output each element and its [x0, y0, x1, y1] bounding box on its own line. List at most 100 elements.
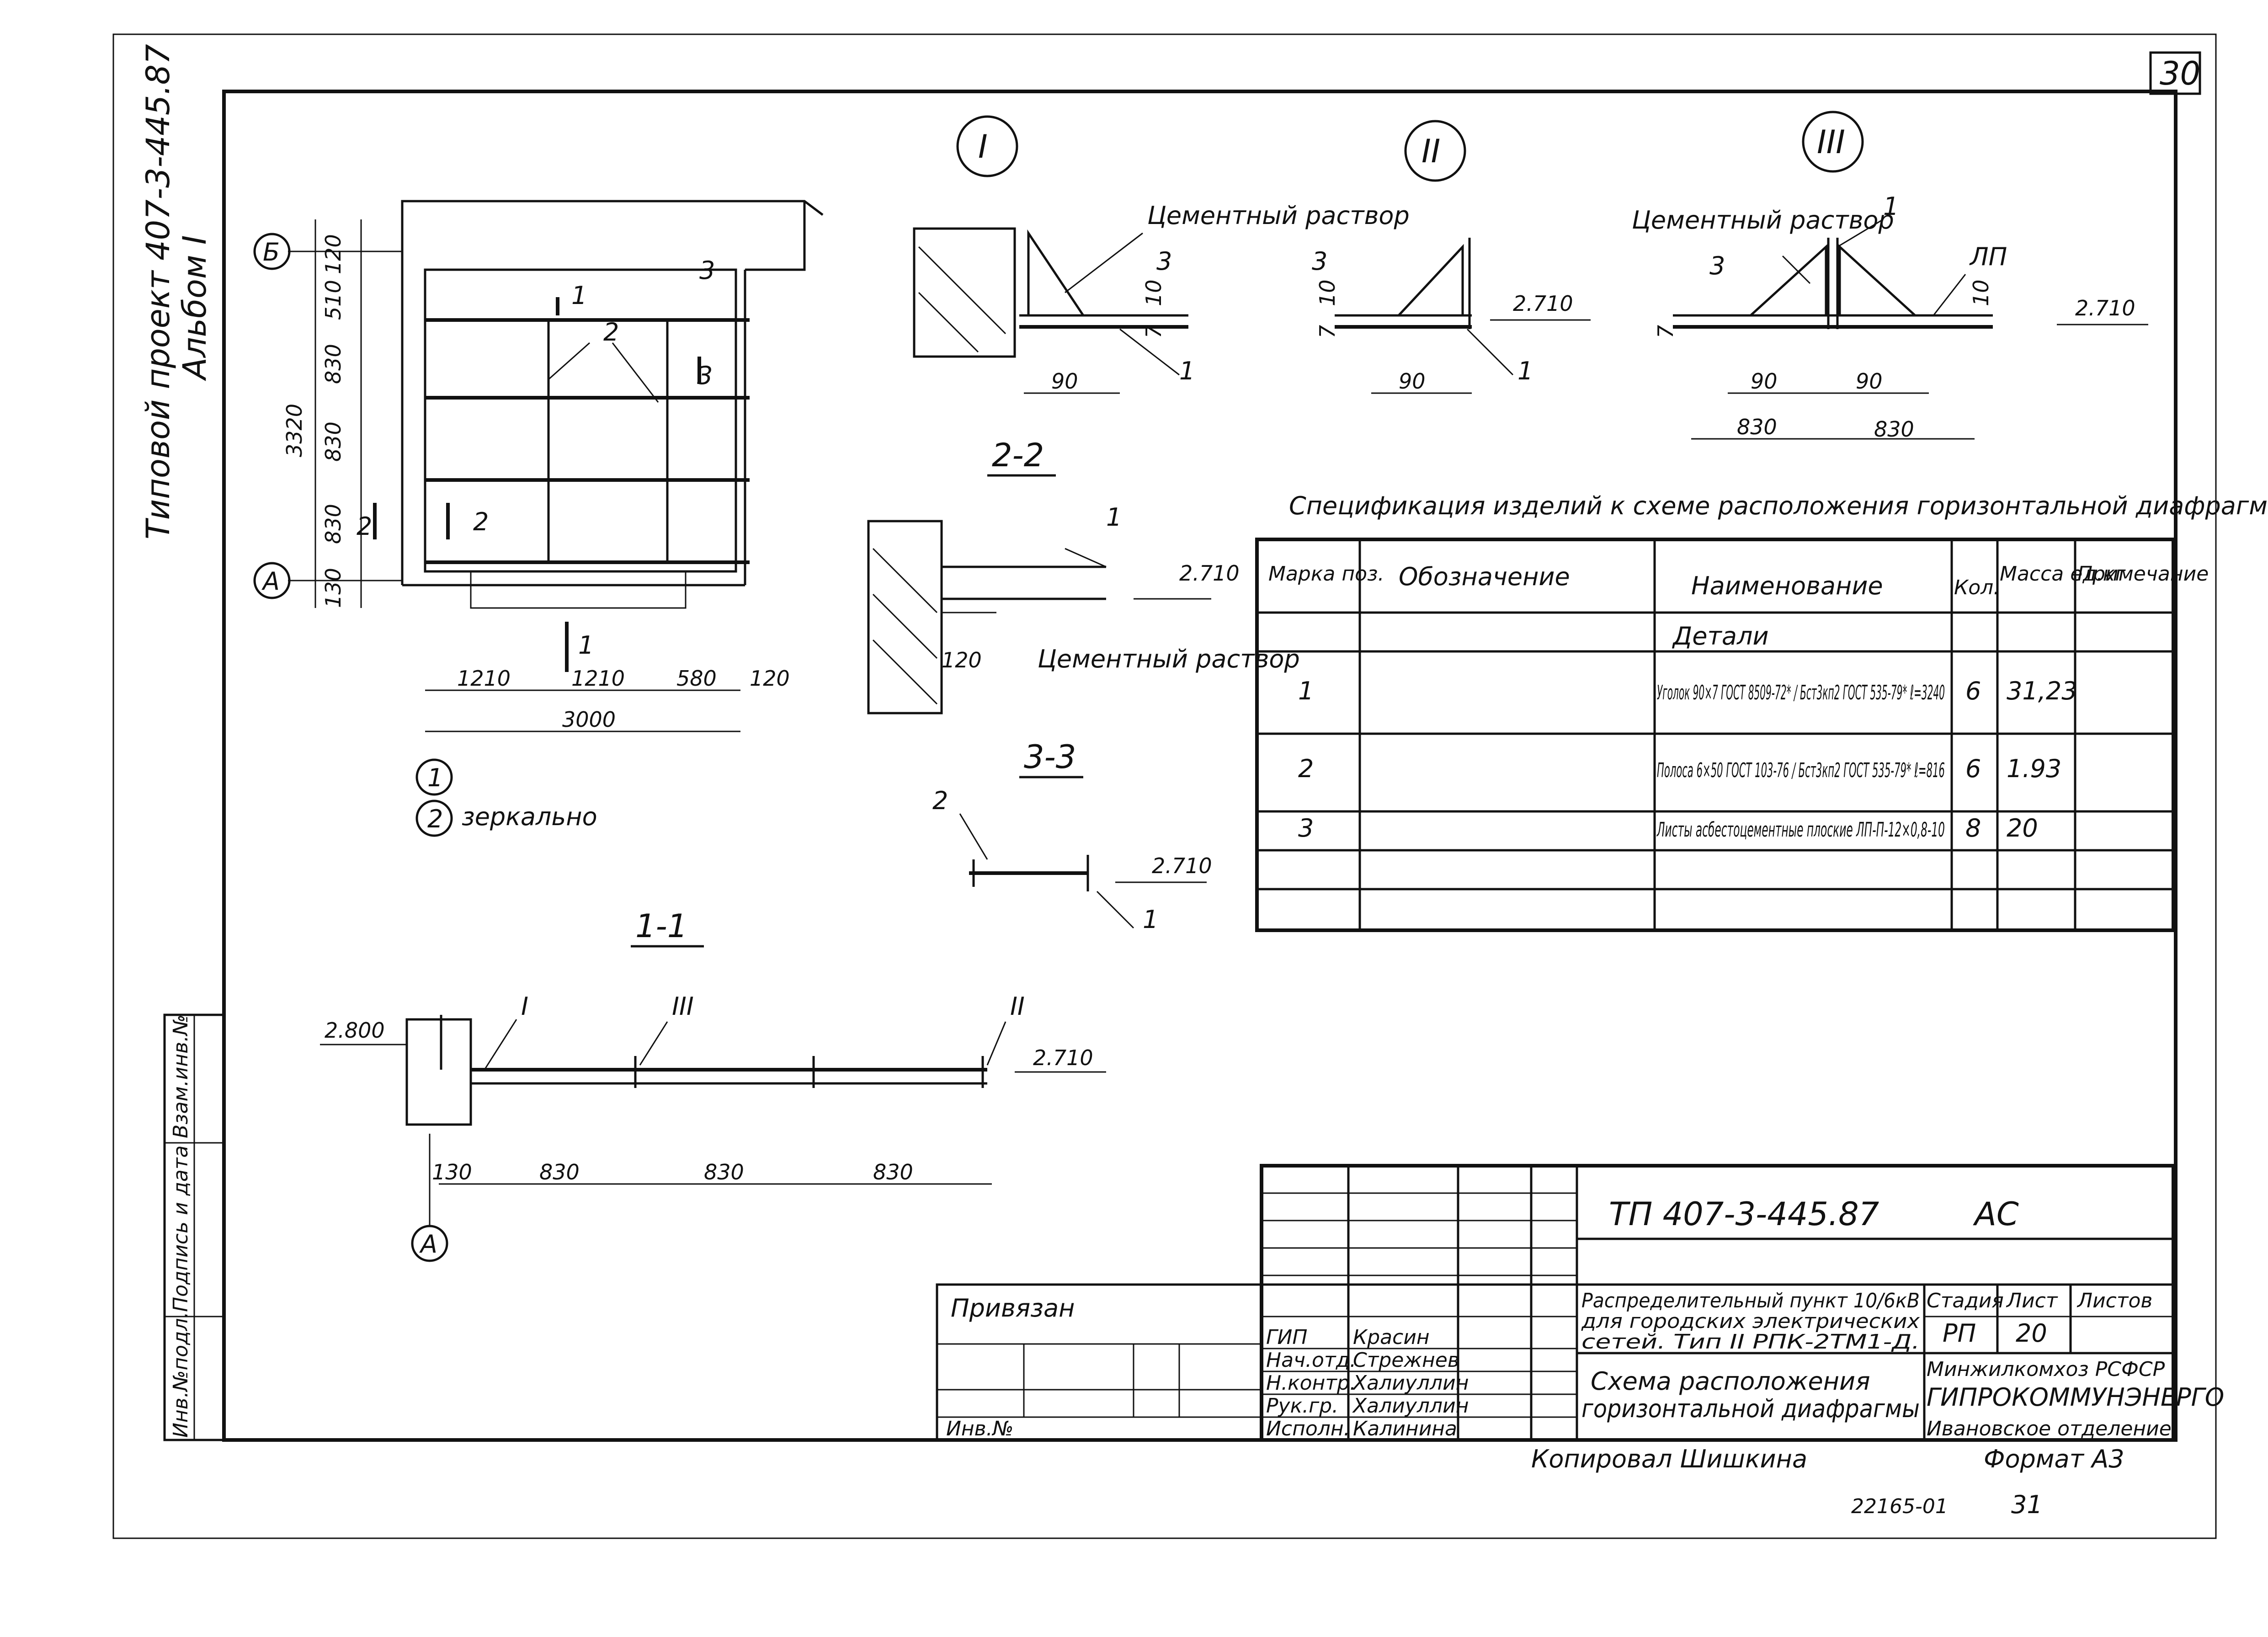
tb-role-name: Красин: [1353, 1326, 1430, 1349]
node-III: III Цементный раствор 1 3 ЛП 10 7 90 90 …: [1632, 111, 2148, 442]
spec-h-name: Наименование: [1691, 571, 1883, 600]
spec-row-mass: 1.93: [2007, 754, 2061, 783]
s33-mark-top: 2: [932, 786, 948, 815]
node-II-level: 2.710: [1513, 291, 1573, 316]
node-III-note: Цементный раствор: [1632, 206, 1894, 235]
s11-level-right: 2.710: [1033, 1045, 1093, 1070]
spec-row-qty: 6: [1965, 677, 1981, 705]
node-III-dim-90b: 90: [1856, 369, 1883, 394]
plan-dim-v-120: 120: [321, 234, 346, 274]
s11-dim-130: 130: [432, 1160, 472, 1184]
node-I-note: Цементный раствор: [1147, 201, 1410, 230]
tb-sheets-label: Листов: [2076, 1289, 2152, 1312]
spec-h-mass: Масса ед.кг: [2000, 562, 2126, 586]
node-III-level: 2.710: [2075, 296, 2135, 320]
spec-row-name: Уголок 90×7 ГОСТ 8509-72* / Бст3кп2 ГОСТ…: [1657, 681, 1945, 704]
tb-org-3: Ивановское отделение: [1927, 1417, 2172, 1440]
node-III-mark-1: 1: [1883, 192, 1899, 221]
plan-dim-v-510: 510: [321, 280, 346, 320]
plan-dim-h-1210a: 1210: [457, 666, 511, 691]
title-block: Привязан Инв.№ ТП 407-3-445.87 АС Распре…: [936, 1164, 2224, 1442]
spec-group: Детали: [1672, 622, 1769, 651]
tb-section: АС: [1973, 1195, 2019, 1233]
tb-sheet-title-2: горизонтальной диафрагмы: [1581, 1394, 1920, 1423]
spec-h-qty: Кол.: [1954, 576, 2000, 599]
s22-level: 2.710: [1179, 561, 1240, 586]
plan-dim-v-830a: 830: [321, 344, 346, 384]
outer-frame: [112, 33, 2217, 1539]
plan-section-1: 1: [578, 631, 594, 660]
spec-row-pos: 2: [1298, 754, 1314, 783]
spec-row-qty: 6: [1965, 754, 1981, 783]
plan-section-2b: 2: [473, 507, 489, 536]
side-title-line1: Типовой проект 407-3-445.87: [139, 44, 177, 539]
node-II-bubble: [1404, 120, 1466, 182]
spec-row-qty: 8: [1965, 814, 1981, 842]
s11-node-III: III: [672, 992, 694, 1021]
tb-sheet-title-1: Схема расположения: [1591, 1367, 1870, 1396]
node-II-mark-1: 1: [1517, 357, 1533, 385]
spec-row-mass: 20: [2007, 814, 2038, 842]
section-2-2-title: 2-2: [992, 437, 1044, 474]
axis-b-label: Б: [263, 238, 280, 267]
spec-table: Спецификация изделий к схеме расположени…: [1255, 491, 2268, 932]
s11-node-II: II: [1010, 992, 1025, 1021]
axis-a-bubble: [253, 562, 291, 599]
plan-dim-h-580: 580: [676, 666, 717, 691]
left-stamp-label-1: Инв.№подл.: [169, 1312, 192, 1438]
node-I-dim-7: 7: [1141, 325, 1166, 338]
left-stamp-label-2: Подпись и дата: [169, 1146, 192, 1312]
node-II-dim-7: 7: [1315, 325, 1340, 338]
s11-node-I: I: [521, 992, 528, 1021]
tb-tied: Привязан: [951, 1294, 1075, 1322]
spec-row-name: Полоса 6×50 ГОСТ 103-76 / Бст3кп2 ГОСТ 5…: [1657, 759, 1945, 782]
spec-row-name: Листы асбестоцементные плоские ЛП-П-12×0…: [1656, 818, 1945, 842]
node-II-dim-10: 10: [1315, 279, 1340, 306]
node-III-mark-lp: ЛП: [1969, 242, 2007, 271]
tb-role-name: Халиуллин: [1352, 1394, 1469, 1418]
plan-mark-2: 2: [603, 318, 619, 347]
section-1-1-title: 1-1: [635, 907, 687, 945]
s22-note: Цементный раствор: [1038, 645, 1300, 673]
plan-dim-h-120: 120: [750, 666, 790, 691]
plan-mark-3: 3: [699, 256, 715, 285]
spec-title: Спецификация изделий к схеме расположени…: [1289, 491, 2268, 520]
plan-dim-v-130: 130: [321, 568, 346, 608]
left-stamp-label-3: Взам.инв.№: [169, 1014, 192, 1138]
tb-role: ГИП: [1266, 1326, 1308, 1349]
node-III-dim-830a: 830: [1737, 415, 1777, 439]
node-II-label: II: [1421, 133, 1440, 170]
plan-dim-v-830c: 830: [321, 504, 346, 544]
left-stamp: Инв.№подл. Подпись и дата Взам.инв.№: [163, 1013, 225, 1441]
tb-project-1: Распределительный пункт 10/6кВ: [1581, 1289, 1920, 1312]
tb-code: ТП 407-3-445.87: [1609, 1195, 1879, 1233]
tb-stage: РП: [1943, 1319, 1976, 1348]
tb-org-2: ГИПРОКОММУНЭНЕРГО: [1927, 1383, 2224, 1412]
node-III-dim-830b: 830: [1874, 417, 1914, 442]
tb-role-name: Стрежнев: [1353, 1349, 1459, 1372]
s11-dim-830a: 830: [539, 1160, 580, 1184]
node-II-dim-90: 90: [1399, 369, 1426, 394]
node-II-mark-3: 3: [1312, 247, 1327, 276]
node-I-label: I: [978, 128, 988, 165]
tb-role-name: Калинина: [1353, 1417, 1457, 1440]
copy-note: Копировал Шишкина: [1531, 1445, 1807, 1473]
s22-dim: 120: [942, 648, 982, 672]
s11-axis-bubble: [411, 1225, 448, 1262]
section-1-1: 1-1 2.800 2.710 I III II 130 830 830 830…: [320, 907, 1106, 1262]
plan-dim-v-830b: 830: [321, 421, 346, 462]
section-2-2: 2-2 1 2.710 120 Цементный раствор: [867, 437, 1300, 715]
spec-h-note: Примечание: [2077, 562, 2209, 586]
tb-sheet-no: 20: [2016, 1319, 2047, 1348]
s33-level: 2.710: [1152, 853, 1212, 878]
node-I-mark-1: 1: [1179, 357, 1195, 385]
spec-row-mass: 31,23: [2007, 677, 2077, 705]
node-III-dim-7: 7: [1653, 325, 1678, 338]
stamp-code: 22165-01: [1851, 1495, 1948, 1518]
plan-dim-h-total: 3000: [562, 707, 616, 732]
s33-mark-bottom: 1: [1143, 905, 1158, 934]
plan-mark-1: 1: [571, 281, 587, 310]
tb-project-2: для городских электрических: [1581, 1310, 1920, 1333]
plan-dim-h-1210b: 1210: [571, 666, 625, 691]
